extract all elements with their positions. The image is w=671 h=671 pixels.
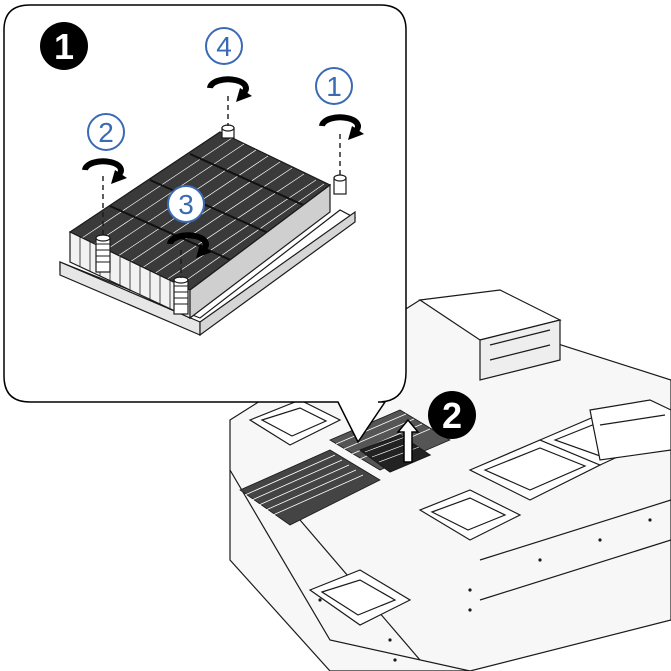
- step-2-number: 2: [442, 395, 462, 436]
- rotate-arrow-icon: [82, 158, 127, 184]
- fan-module: [248, 399, 342, 446]
- screw-order-4: 4: [205, 27, 243, 65]
- screw-order-3-number: 3: [178, 189, 194, 220]
- dimm-bank: [239, 449, 381, 526]
- captive-screw: [173, 276, 189, 315]
- fan-module: [418, 489, 522, 541]
- fan-module: [468, 439, 602, 501]
- screw-guide-lines: [102, 96, 341, 278]
- captive-screw: [333, 174, 347, 195]
- screw-order-3: 3: [167, 185, 205, 223]
- screw-order-1-number: 1: [326, 71, 342, 102]
- lift-up-arrow-icon: [396, 418, 420, 463]
- step-1-number: 1: [54, 26, 74, 67]
- chassis-rivets: [318, 518, 652, 662]
- screw-order-2-number: 2: [98, 117, 114, 148]
- step-2-badge: 2: [428, 391, 476, 439]
- drive-cage: [418, 289, 562, 381]
- rotate-arrow-icon: [167, 232, 212, 258]
- screw-order-4-number: 4: [216, 31, 232, 62]
- rotate-arrow-icon: [319, 114, 364, 140]
- captive-screw: [221, 124, 235, 139]
- rotate-arrow-icon: [207, 76, 252, 102]
- captive-screw: [95, 234, 111, 273]
- screw-order-1: 1: [315, 67, 353, 105]
- screw-order-2: 2: [87, 113, 125, 151]
- drive-cage: [589, 399, 671, 461]
- fan-module: [308, 569, 412, 626]
- step-1-badge: 1: [40, 22, 88, 70]
